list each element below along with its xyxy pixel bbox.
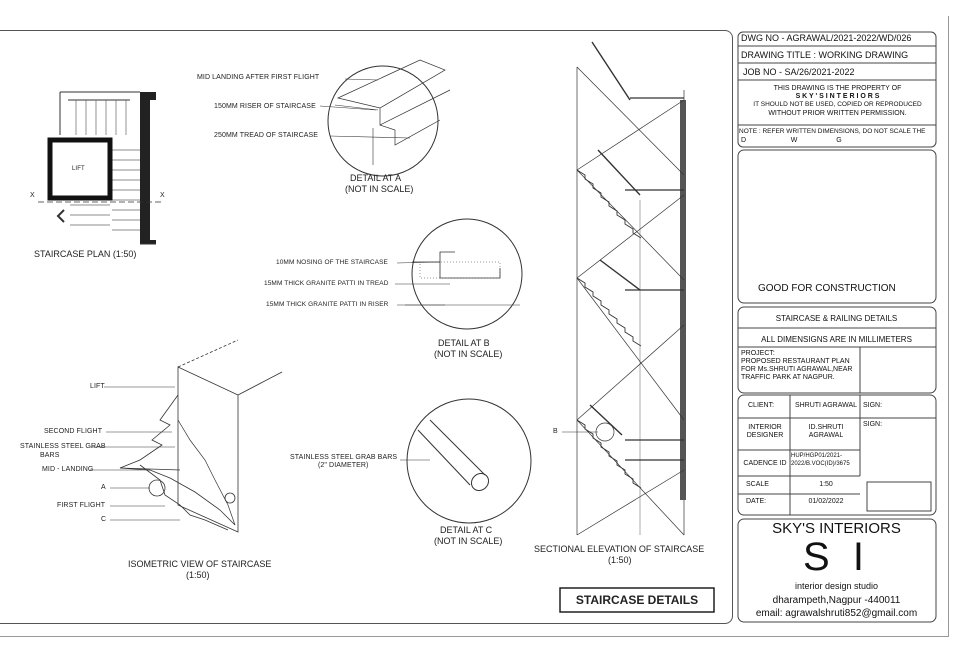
property-line-1: THIS DRAWING IS THE PROPERTY OF [773, 85, 902, 92]
date-label: DATE: [746, 498, 767, 505]
firm-logo: S I [803, 535, 870, 579]
isometric-drawing [119, 339, 283, 533]
project-description: PROJECT: PROPOSED RESTAURANT PLAN FOR Ms… [741, 350, 853, 381]
detail-c-label-1: STAINLESS STEEL GRAB BARS [290, 454, 398, 461]
drawing-area-frame [0, 30, 733, 624]
detail-b-label-2: 15MM THICK GRANITE PATTI IN TREAD [264, 280, 389, 287]
iso-label-a: A [101, 484, 106, 491]
drawing-title: DRAWING TITLE : WORKING DRAWING [741, 50, 909, 60]
section-subcaption: (1:50) [608, 555, 632, 565]
detail-c-drawing [406, 398, 532, 524]
scale-label: SCALE [746, 481, 769, 488]
staircase-plan-drawing [38, 91, 162, 245]
detail-b-label-3: 15MM THICK GRANITE PATTI IN RISER [266, 301, 389, 308]
designer-sign-label: SIGN: [863, 421, 883, 428]
detail-a-drawing [327, 59, 451, 177]
iso-label-grab-bars-2: BARS [40, 452, 60, 459]
date-value: 01/02/2022 [808, 498, 844, 505]
detail-b-drawing [405, 218, 523, 330]
sheet-title: STAIRCASE DETAILS [575, 593, 699, 607]
section-drawing [576, 41, 686, 536]
iso-label-first-flight: FIRST FLIGHT [57, 502, 106, 509]
detail-c-label-2: (2" DIAMETER) [318, 462, 369, 469]
iso-label-grab-bars-1: STAINLESS STEEL GRAB [20, 443, 106, 450]
sheet-outer-frame [0, 16, 949, 637]
detail-a-caption: DETAIL AT A [350, 173, 402, 183]
dimensions-note: ALL DIMENSIGNS ARE IN MILLIMETERS [761, 335, 912, 344]
property-line-3: IT SHOULD NOT BE USED, COPIED OR REPRODU… [753, 101, 922, 108]
detail-b-label-1: 10MM NOSING OF THE STAIRCASE [276, 259, 388, 266]
good-for-construction: GOOD FOR CONSTRUCTION [758, 283, 896, 294]
designer-value: ID.SHRUTI AGRAWAL [808, 424, 844, 439]
iso-label-second-flight: SECOND FLIGHT [44, 428, 103, 435]
property-line-2: S K Y ' S I N T E R I O R S [795, 93, 880, 100]
detail-b-caption: DETAIL AT B [438, 338, 490, 348]
note-line-2: D W G [741, 137, 842, 144]
iso-label-c: C [101, 516, 107, 523]
iso-label-mid-landing: MID - LANDING [42, 466, 94, 473]
title-block-lines [559, 31, 937, 623]
section-caption: SECTIONAL ELEVATION OF STAIRCASE [534, 544, 705, 554]
plan-section-mark-left: X [30, 192, 35, 199]
property-line-4: WITHOUT PRIOR WRITTEN PERMISSION. [768, 110, 907, 117]
client-sign-label: SIGN: [863, 402, 883, 409]
cadence-value: HUP/HGP01/2021- 2022/B.VOC(ID)/3675 [791, 453, 850, 467]
plan-lift-label: LIFT [72, 166, 85, 172]
iso-subcaption: (1:50) [186, 570, 210, 580]
detail-a-label-3: 250MM TREAD OF STAIRCASE [214, 132, 319, 139]
firm-email: email: agrawalshruti852@gmail.com [755, 608, 918, 619]
firm-name: SKY'S INTERIORS [772, 520, 901, 537]
section-label-b: B [553, 428, 558, 435]
iso-label-lift: LIFT [90, 383, 105, 390]
scale-value: 1:50 [819, 481, 833, 488]
detail-c-subcaption: (NOT IN SCALE) [434, 536, 503, 546]
sheet-subject: STAIRCASE & RAILING DETAILS [775, 314, 898, 323]
detail-c-caption: DETAIL AT C [440, 525, 493, 535]
iso-caption: ISOMETRIC VIEW OF STAIRCASE [128, 559, 272, 569]
leader-lines [90, 78, 598, 521]
firm-address: dharampeth,Nagpur -440011 [772, 595, 901, 606]
detail-a-label-2: 150MM RISER OF STAIRCASE [214, 103, 316, 110]
plan-caption: STAIRCASE PLAN (1:50) [34, 249, 137, 259]
cadence-label: CADENCE ID [743, 460, 787, 467]
note-line-1: NOTE : REFER WRITTEN DIMENSIONS, DO NOT … [739, 128, 926, 135]
detail-a-subcaption: (NOT IN SCALE) [345, 184, 414, 194]
dwg-number: DWG NO - AGRAWAL/2021-2022/WD/026 [741, 33, 912, 43]
detail-a-label-1: MID LANDING AFTER FIRST FLIGHT [197, 74, 320, 81]
designer-label: INTERIOR DESIGNER [746, 424, 784, 439]
detail-b-subcaption: (NOT IN SCALE) [434, 349, 503, 359]
client-value: SHRUTI AGRAWAL [794, 402, 858, 409]
client-label: CLIENT: [748, 402, 775, 409]
firm-tagline: interior design studio [794, 581, 879, 591]
job-number: JOB NO - SA/26/2021-2022 [743, 67, 855, 77]
plan-section-mark-right: X [160, 192, 165, 199]
